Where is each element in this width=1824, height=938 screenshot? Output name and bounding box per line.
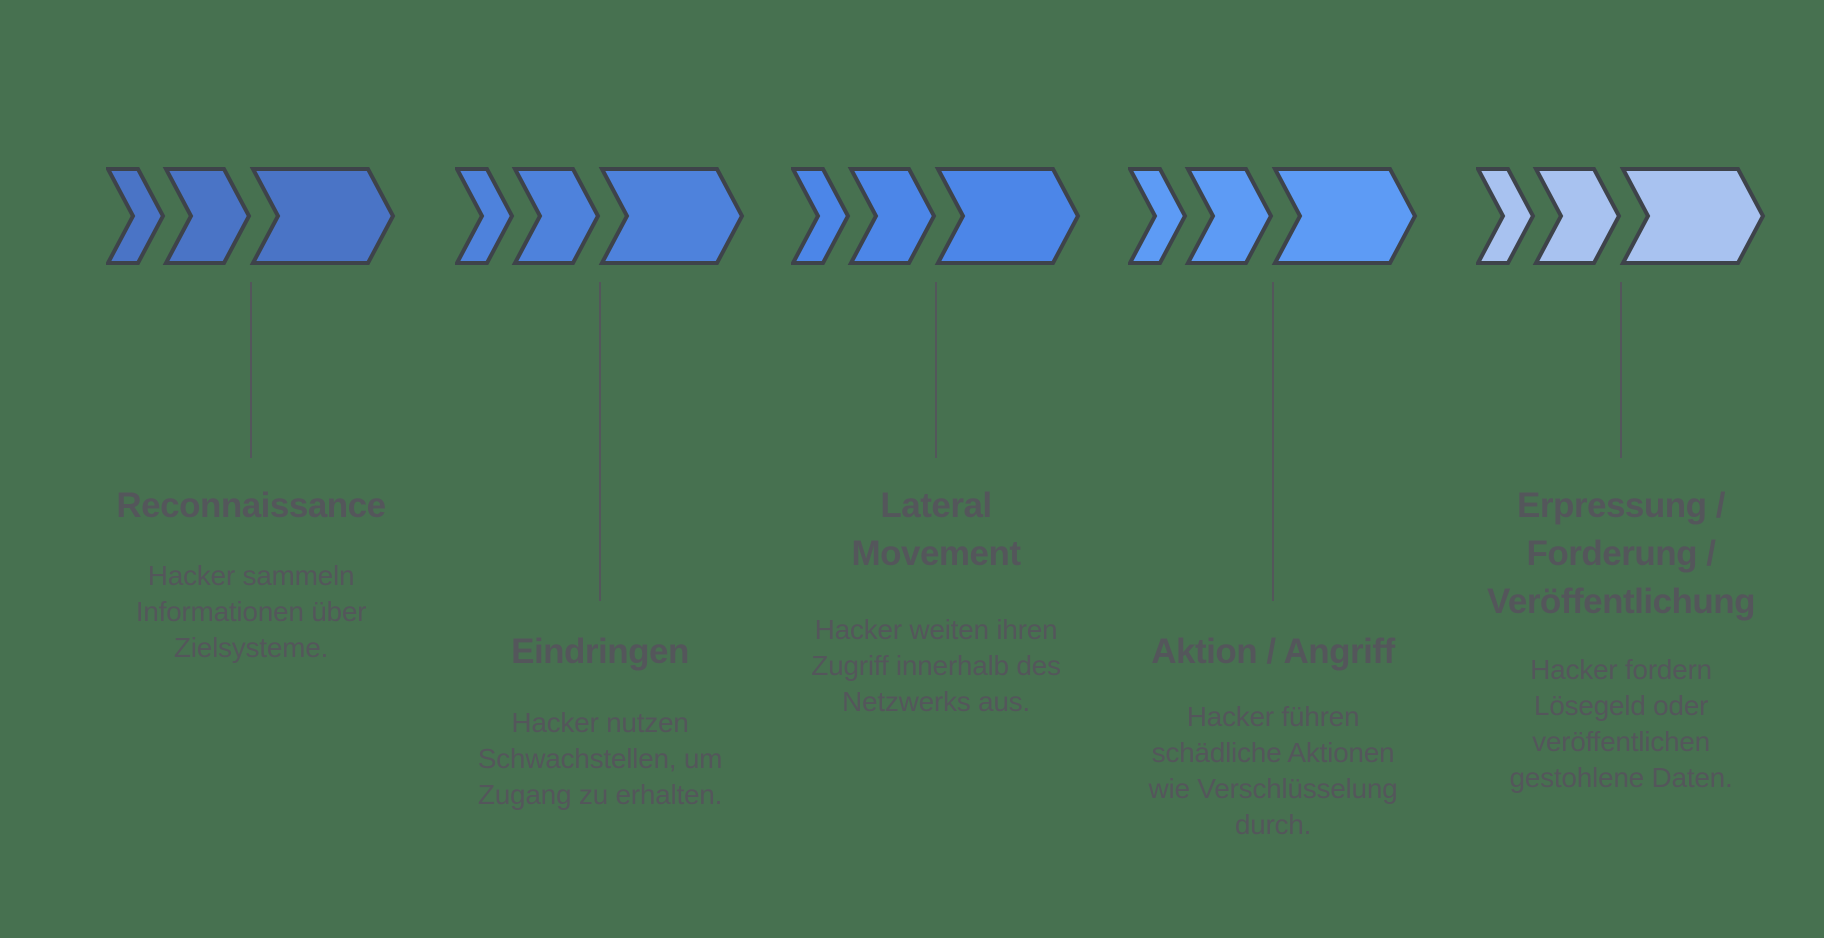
stage-1-reconnaissance: Reconnaissance Hacker sammeln Informatio…: [71, 0, 431, 938]
chevron-small: [1128, 167, 1188, 265]
stage-2-eindringen: Eindringen Hacker nutzen Schwachstellen,…: [420, 0, 780, 938]
chevron-large: [249, 167, 396, 265]
chevron-medium: [1532, 167, 1622, 265]
connector-line: [935, 282, 937, 458]
chevron-arrow-icon: [106, 167, 396, 265]
stage-description: Hacker nutzen Schwachstellen, um Zugang …: [477, 707, 723, 810]
chevron-small: [455, 167, 515, 265]
stage-4-aktion-angriff: Aktion / Angriff Hacker führen schädlich…: [1093, 0, 1453, 938]
chevron-medium: [847, 167, 937, 265]
chevron-small: [791, 167, 851, 265]
chevron-small: [106, 167, 166, 265]
stage-title: Erpressung / Forderung / Veröffentlichun…: [1486, 486, 1756, 621]
chevron-arrow-icon: [1476, 167, 1766, 265]
connector-line: [1272, 282, 1274, 601]
stage-5-erpressung: Erpressung / Forderung / Veröffentlichun…: [1441, 0, 1801, 938]
chevron-large: [598, 167, 745, 265]
chevron-small: [1476, 167, 1536, 265]
stage-title: Lateral Movement: [851, 486, 1021, 573]
chevron-large: [1271, 167, 1418, 265]
chevron-large: [1619, 167, 1766, 265]
chevron-medium: [162, 167, 252, 265]
connector-line: [599, 282, 601, 601]
chevron-large: [934, 167, 1081, 265]
stage-3-lateral-movement: Lateral Movement Hacker weiten ihren Zug…: [756, 0, 1116, 938]
stage-description: Hacker fordern Lösegeld oder veröffentli…: [1509, 654, 1733, 793]
chevron-arrow-icon: [1128, 167, 1418, 265]
stage-title: Aktion / Angriff: [1151, 632, 1395, 671]
connector-line: [250, 282, 252, 458]
stage-title: Eindringen: [511, 632, 689, 671]
connector-line: [1620, 282, 1622, 458]
chevron-arrow-icon: [455, 167, 745, 265]
stage-description: Hacker führen schädliche Aktionen wie Ve…: [1148, 701, 1398, 840]
chevron-medium: [511, 167, 601, 265]
chevron-arrow-icon: [791, 167, 1081, 265]
stage-title: Reconnaissance: [116, 486, 386, 525]
stage-description: Hacker weiten ihren Zugriff innerhalb de…: [811, 614, 1061, 717]
stage-description: Hacker sammeln Informationen über Zielsy…: [135, 560, 367, 663]
chevron-medium: [1184, 167, 1274, 265]
